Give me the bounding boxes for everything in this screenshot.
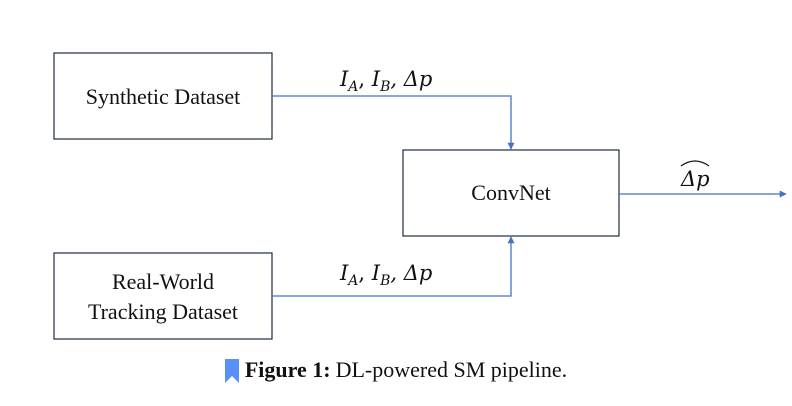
edge-synthetic-label-delta-p: , Δp [390, 67, 432, 91]
edge-realworld-to-convnet-label: IA, IB, Δp [339, 261, 432, 289]
edge-realworld-label-i-b: I [371, 261, 381, 285]
synthetic-dataset-label: Synthetic Dataset [86, 84, 241, 109]
edge-realworld-label-sub-b: B [379, 273, 390, 289]
caption-text: DL-powered SM pipeline. [335, 357, 568, 382]
edge-realworld-label-sep: , [358, 261, 371, 285]
edge-realworld-to-convnet-line [272, 236, 515, 297]
edge-realworld-label-i-a: I [339, 261, 349, 285]
edge-synthetic-to-convnet: IA, IB, Δp [272, 67, 515, 150]
convnet-node: ConvNet [402, 149, 620, 237]
realworld-dataset-box [53, 252, 273, 340]
edge-synthetic-label-i-b: I [371, 67, 381, 91]
hat-accent-icon [680, 160, 710, 167]
edge-realworld-label-delta-p: , Δp [390, 261, 432, 285]
realworld-dataset-label-line-2: Tracking Dataset [88, 299, 238, 324]
edge-convnet-output: Δp [619, 160, 787, 198]
edge-convnet-output-label: Δp [680, 167, 710, 191]
convnet-label: ConvNet [471, 180, 550, 205]
bookmark-icon [224, 359, 239, 383]
edge-synthetic-label-sep: , [358, 67, 371, 91]
edge-synthetic-label-i-a: I [339, 67, 349, 91]
figure-caption: Figure 1: DL-powered SM pipeline. [0, 357, 792, 383]
synthetic-dataset-box [53, 52, 273, 140]
realworld-dataset-label-line-1: Real-World [112, 269, 214, 294]
edge-realworld-label-sub-a: A [346, 273, 358, 289]
edge-synthetic-label-sub-a: A [346, 79, 358, 95]
edge-realworld-to-convnet: IA, IB, Δp [272, 236, 515, 297]
edge-synthetic-to-convnet-label: IA, IB, Δp [339, 67, 432, 95]
realworld-dataset-node: Real-World Tracking Dataset [53, 252, 273, 340]
caption-label: Figure 1: [244, 357, 331, 382]
convnet-box [402, 149, 620, 237]
edge-synthetic-to-convnet-line [272, 95, 515, 150]
edge-synthetic-label-sub-b: B [379, 79, 390, 95]
synthetic-dataset-node: Synthetic Dataset [53, 52, 273, 140]
